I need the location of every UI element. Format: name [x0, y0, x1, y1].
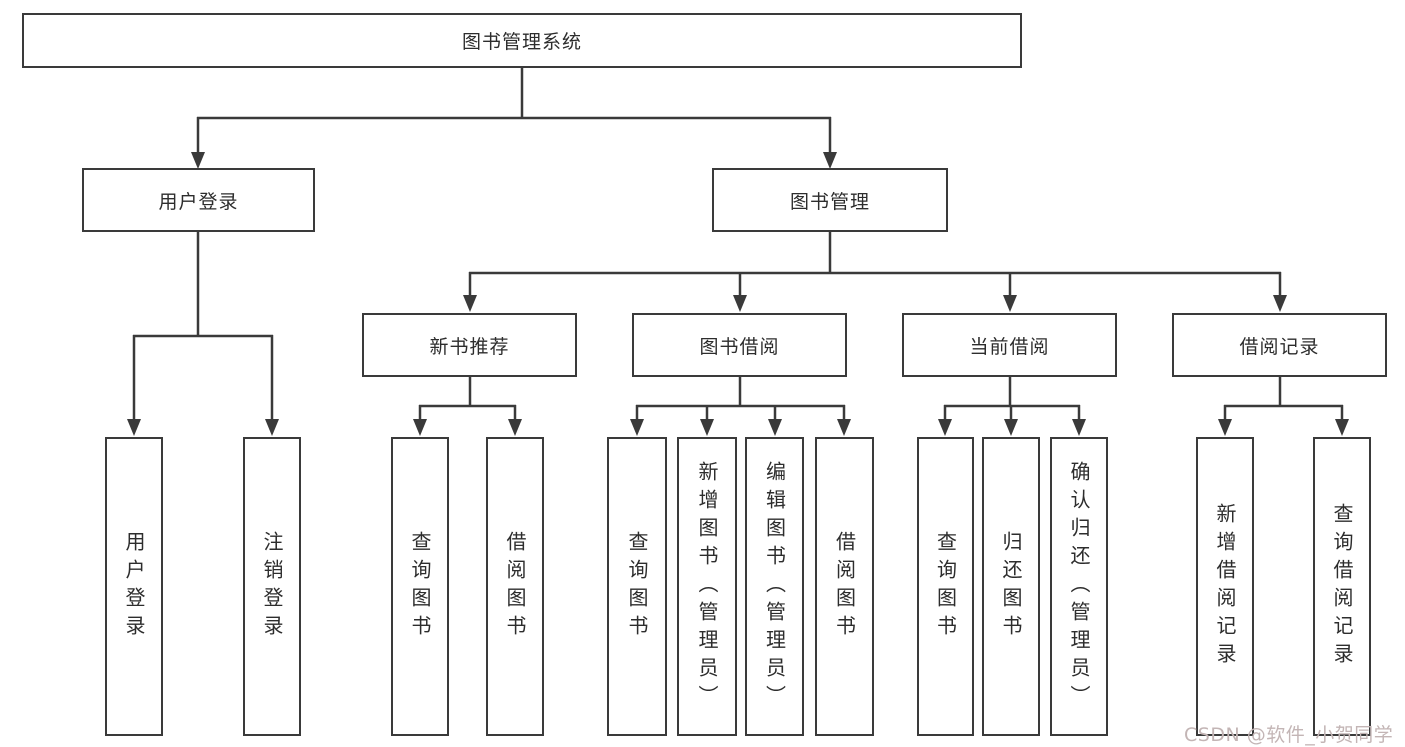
node-borrowing-records: 借阅记录	[1172, 313, 1387, 377]
leaf-add-books-admin: 新增图书（管理员）	[677, 437, 737, 736]
leaf-edit-books-admin: 编辑图书（管理员）	[745, 437, 804, 736]
leaf-borrow-books-recommend: 借阅图书	[486, 437, 544, 736]
node-root-system: 图书管理系统	[22, 13, 1022, 68]
node-book-management: 图书管理	[712, 168, 948, 232]
leaf-query-books-recommend: 查询图书	[391, 437, 449, 736]
arrowheads	[127, 152, 1349, 436]
watermark: CSDN @软件_小贺同学	[1184, 724, 1394, 746]
leaf-query-books-current: 查询图书	[917, 437, 974, 736]
leaf-logout: 注销登录	[243, 437, 301, 736]
leaf-return-books: 归还图书	[982, 437, 1040, 736]
leaf-add-borrow-record: 新增借阅记录	[1196, 437, 1254, 736]
node-user-login: 用户登录	[82, 168, 315, 232]
leaf-user-login: 用户登录	[105, 437, 163, 736]
leaf-confirm-return-admin: 确认归还（管理员）	[1050, 437, 1108, 736]
leaf-query-books-borrowing: 查询图书	[607, 437, 667, 736]
leaf-borrow-books-borrowing: 借阅图书	[815, 437, 874, 736]
node-book-borrowing: 图书借阅	[632, 313, 847, 377]
leaf-query-borrow-record: 查询借阅记录	[1313, 437, 1371, 736]
node-new-book-recommendation: 新书推荐	[362, 313, 577, 377]
node-current-borrowing: 当前借阅	[902, 313, 1117, 377]
